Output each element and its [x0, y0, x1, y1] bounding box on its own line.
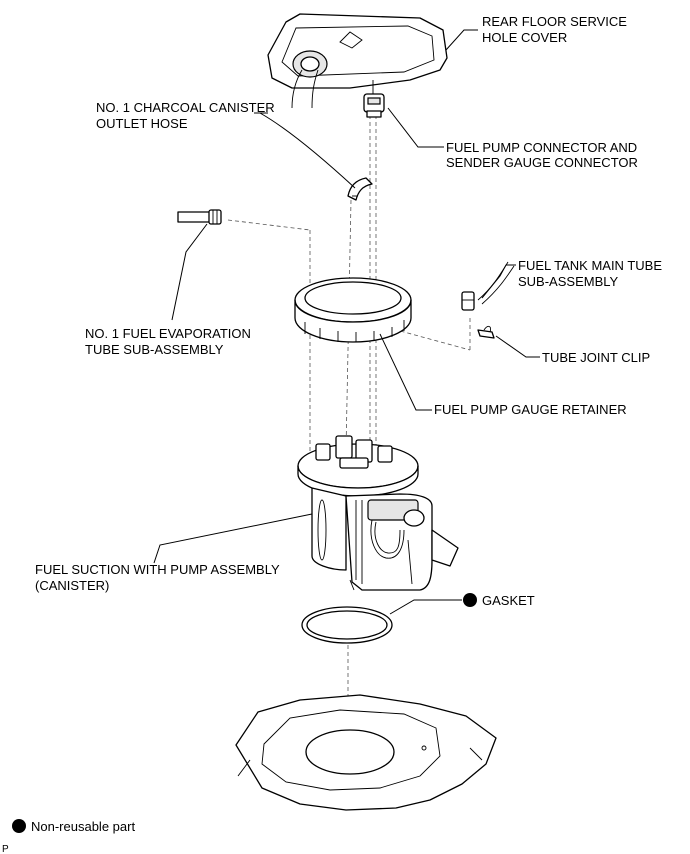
svg-text:GASKET: GASKET [482, 593, 535, 608]
svg-text:NO. 1 FUEL EVAPORATION: NO. 1 FUEL EVAPORATION [85, 326, 251, 341]
fuel-tank-top [235, 694, 497, 811]
fuel-tank-main-tube [461, 261, 515, 311]
fuel-evaporation-tube [177, 209, 222, 225]
svg-text:SUB-ASSEMBLY: SUB-ASSEMBLY [518, 274, 619, 289]
svg-text:OUTLET HOSE: OUTLET HOSE [96, 116, 188, 131]
callout-pump-connector: FUEL PUMP CONNECTOR AND SENDER GAUGE CON… [446, 140, 638, 170]
fuel-pump-connector [363, 80, 385, 118]
non-reusable-dot-icon [12, 819, 26, 833]
callout-charcoal-hose: NO. 1 CHARCOAL CANISTER OUTLET HOSE [96, 100, 275, 131]
svg-text:(CANISTER): (CANISTER) [35, 578, 109, 593]
callout-suction-pump: FUEL SUCTION WITH PUMP ASSEMBLY (CANISTE… [35, 562, 280, 593]
gasket [301, 606, 393, 644]
fuel-suction-pump-assembly [297, 435, 459, 591]
leader-lines [153, 29, 540, 615]
legend: Non-reusable part [12, 819, 135, 834]
svg-text:FUEL PUMP GAUGE RETAINER: FUEL PUMP GAUGE RETAINER [434, 402, 627, 417]
callout-main-tube: FUEL TANK MAIN TUBE SUB-ASSEMBLY [518, 258, 662, 289]
non-reusable-dot-icon [463, 593, 477, 607]
svg-text:FUEL PUMP CONNECTOR AND: FUEL PUMP CONNECTOR AND [446, 140, 637, 155]
svg-text:TUBE SUB-ASSEMBLY: TUBE SUB-ASSEMBLY [85, 342, 224, 357]
charcoal-canister-outlet-hose [347, 177, 373, 201]
svg-text:REAR FLOOR SERVICE: REAR FLOOR SERVICE [482, 14, 627, 29]
tube-joint-clip [477, 325, 495, 339]
svg-text:TUBE JOINT CLIP: TUBE JOINT CLIP [542, 350, 650, 365]
svg-text:SENDER GAUGE CONNECTOR: SENDER GAUGE CONNECTOR [446, 155, 638, 170]
callout-gauge-retainer: FUEL PUMP GAUGE RETAINER [434, 402, 627, 417]
fuel-pump-gauge-retainer [294, 277, 412, 343]
rear-floor-service-hole-cover [267, 13, 448, 109]
callout-evap-tube: NO. 1 FUEL EVAPORATION TUBE SUB-ASSEMBLY [85, 326, 251, 357]
callout-gasket: GASKET [463, 593, 535, 608]
callout-rear-floor-cover: REAR FLOOR SERVICE HOLE COVER [482, 14, 627, 45]
svg-text:FUEL SUCTION WITH PUMP ASSEMBL: FUEL SUCTION WITH PUMP ASSEMBLY [35, 562, 280, 577]
corner-code: P [2, 844, 9, 854]
svg-text:NO. 1 CHARCOAL CANISTER: NO. 1 CHARCOAL CANISTER [96, 100, 275, 115]
svg-text:FUEL TANK MAIN TUBE: FUEL TANK MAIN TUBE [518, 258, 662, 273]
legend-label: Non-reusable part [31, 819, 135, 834]
callout-joint-clip: TUBE JOINT CLIP [542, 350, 650, 365]
svg-text:HOLE COVER: HOLE COVER [482, 30, 567, 45]
